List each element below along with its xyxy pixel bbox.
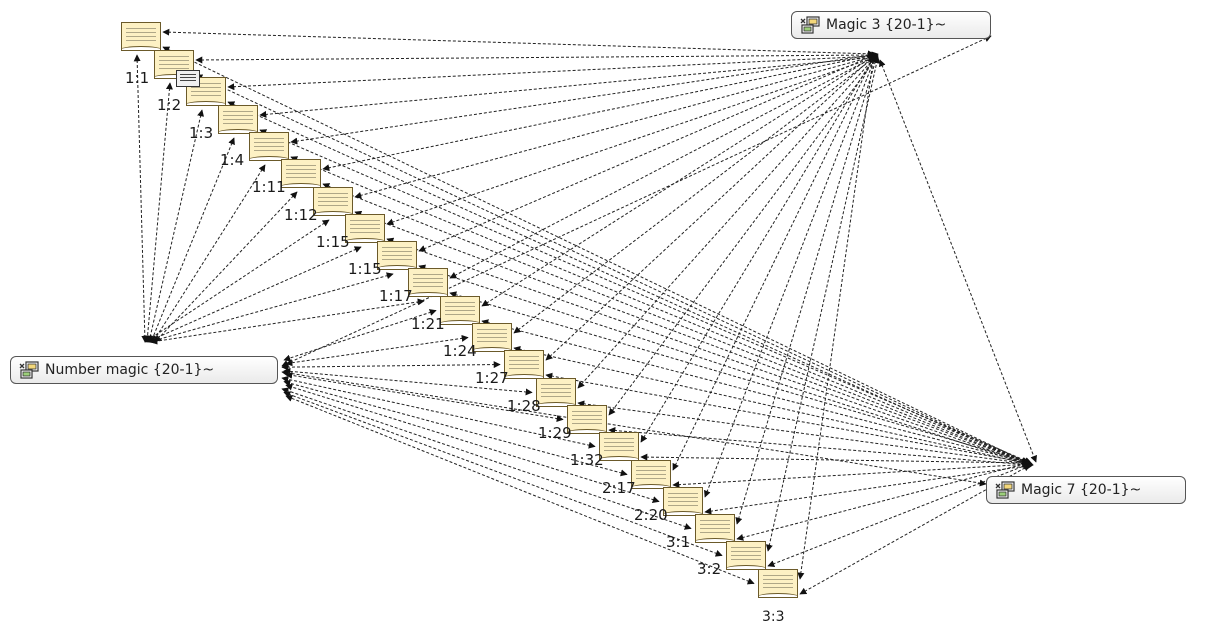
network-category-icon: [800, 16, 820, 34]
relation-edge: [281, 361, 501, 371]
code-document-icon[interactable]: [281, 159, 321, 188]
code-label: 1:15: [316, 233, 350, 251]
relation-edges: [133, 28, 1037, 595]
code-document-icon[interactable]: [695, 514, 735, 543]
code-label: 1:32: [570, 451, 604, 469]
relation-edge: [144, 82, 173, 343]
relation-edge: [281, 369, 987, 487]
memo-icon[interactable]: [176, 70, 200, 87]
relation-edge: [481, 55, 875, 307]
code-label: 1:28: [507, 397, 541, 415]
code-document-icon[interactable]: [377, 241, 417, 270]
code-label: 1:24: [443, 342, 477, 360]
code-label: 2:20: [634, 506, 668, 524]
relation-edge: [290, 51, 879, 145]
category-label: Magic 3 {20-1}~: [826, 17, 947, 33]
relation-edge: [449, 54, 879, 279]
code-document-icon[interactable]: [599, 432, 639, 461]
code-label: 1:11: [252, 178, 286, 196]
code-label: 1:1: [125, 69, 150, 87]
code-label: 1:21: [411, 315, 445, 333]
code-document-icon[interactable]: [536, 378, 576, 407]
code-document-icon[interactable]: [631, 460, 671, 489]
category-node-magic-7[interactable]: Magic 7 {20-1}~: [986, 476, 1186, 504]
relation-edge: [154, 191, 298, 343]
category-label: Number magic {20-1}~: [45, 362, 215, 378]
relation-edge: [162, 46, 1029, 464]
relation-edge: [322, 52, 875, 172]
code-label: 1:27: [475, 369, 509, 387]
relation-edge: [146, 109, 205, 343]
relation-edge: [285, 334, 469, 367]
code-label: 3:1: [666, 533, 691, 551]
code-document-icon[interactable]: [504, 350, 544, 379]
code-document-icon[interactable]: [218, 105, 258, 134]
network-category-icon: [19, 361, 39, 379]
network-category-icon: [995, 481, 1015, 499]
code-label: 1:29: [538, 424, 572, 442]
code-label: 1:2: [157, 96, 182, 114]
relation-edge: [418, 53, 878, 252]
code-document-icon[interactable]: [472, 323, 512, 352]
code-document-icon[interactable]: [758, 569, 798, 598]
code-document-icon[interactable]: [249, 132, 289, 161]
relation-edge: [799, 464, 1031, 595]
relation-edge: [281, 35, 992, 367]
category-node-magic-3[interactable]: Magic 3 {20-1}~: [791, 11, 991, 39]
relation-edge: [146, 246, 362, 343]
code-label: 1:4: [220, 151, 245, 169]
relation-edge: [162, 28, 875, 58]
code-label: 1:15: [348, 260, 382, 278]
relation-edge: [152, 164, 266, 343]
code-label: 3:2: [697, 560, 722, 578]
relation-edge: [290, 156, 1033, 465]
code-label: 2:17: [602, 479, 636, 497]
relation-edge: [704, 54, 877, 498]
code-label: 1:17: [379, 287, 413, 305]
code-label: 1:12: [284, 206, 318, 224]
relation-edge: [765, 56, 881, 552]
relation-edge: [608, 55, 879, 416]
code-document-icon[interactable]: [121, 22, 161, 51]
code-label: 1:3: [189, 124, 214, 142]
code-document-icon[interactable]: [726, 541, 766, 570]
relation-edge: [195, 74, 1030, 465]
category-label: Magic 7 {20-1}~: [1021, 482, 1142, 498]
code-document-icon[interactable]: [313, 187, 353, 216]
relation-edge: [672, 460, 1033, 489]
code-document-icon[interactable]: [663, 487, 703, 516]
relation-edge: [133, 54, 149, 343]
relation-edge: [640, 56, 875, 443]
relation-edge: [879, 59, 1037, 463]
relation-edge: [259, 54, 878, 118]
relation-edge: [195, 51, 876, 64]
code-document-icon[interactable]: [408, 268, 448, 297]
code-document-icon[interactable]: [567, 405, 607, 434]
code-document-icon[interactable]: [345, 214, 385, 243]
category-node-number-magic[interactable]: Number magic {20-1}~: [10, 356, 278, 384]
relation-edge: [545, 53, 877, 361]
relation-edge: [354, 210, 1029, 465]
code-label: 3:3: [762, 609, 785, 625]
relation-edge: [150, 298, 425, 345]
relation-edge: [227, 52, 877, 91]
relation-edge: [735, 55, 879, 525]
code-document-icon[interactable]: [440, 296, 480, 325]
